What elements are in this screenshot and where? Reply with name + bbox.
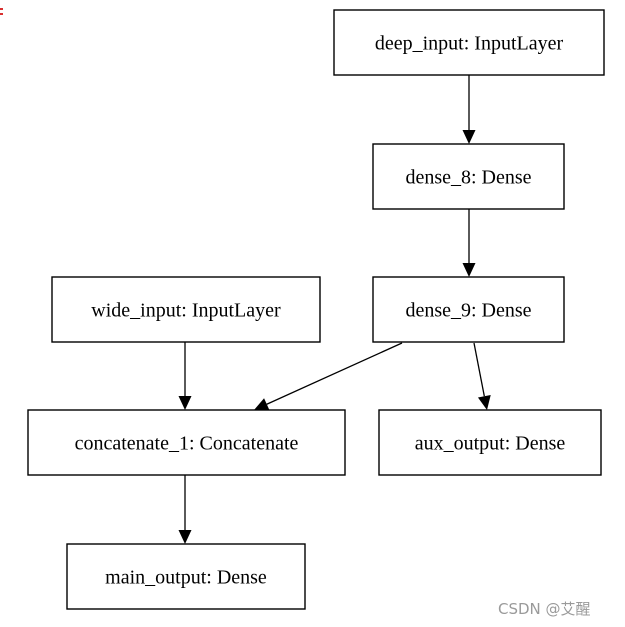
node-dense-8: dense_8: Dense [372, 143, 565, 210]
node-label: concatenate_1: Concatenate [75, 433, 299, 455]
node-main-output: main_output: Dense [66, 543, 306, 610]
node-box [378, 409, 602, 476]
node-label: deep_input: InputLayer [375, 33, 564, 55]
edge-deep_input-to-dense_8 [462, 75, 476, 144]
watermark-text: CSDN @艾醒 [498, 600, 591, 618]
node-box [66, 543, 306, 610]
node-deep-input: deep_input: InputLayer [333, 9, 605, 76]
edges-layer [178, 75, 491, 544]
edge-dense_8-to-dense_9 [462, 209, 476, 277]
arrow-head-icon [254, 398, 270, 411]
edge-wide_input-to-concatenate_1 [178, 342, 192, 410]
corner-marker [0, 8, 3, 18]
arrow-head-icon [178, 396, 192, 410]
node-label: dense_8: Dense [405, 167, 531, 189]
nodes-layer: deep_input: InputLayer dense_8: Dense wide… [27, 9, 605, 610]
arrow-head-icon [178, 530, 192, 544]
node-label: main_output: Dense [105, 567, 267, 589]
arrow-head-icon [477, 395, 491, 410]
node-box [51, 276, 321, 343]
edge-dense_9-to-concatenate_1 [254, 342, 403, 411]
node-box [27, 409, 346, 476]
node-aux-output: aux_output: Dense [378, 409, 602, 476]
node-label: dense_9: Dense [405, 300, 531, 322]
arrow-head-icon [462, 263, 476, 277]
node-dense-9: dense_9: Dense [372, 276, 565, 343]
node-box [372, 143, 565, 210]
node-wide-input: wide_input: InputLayer [51, 276, 321, 343]
node-box [333, 9, 605, 76]
node-concatenate-1: concatenate_1: Concatenate [27, 409, 346, 476]
edge-line [473, 342, 485, 397]
edge-line [266, 342, 403, 405]
edge-dense_9-to-aux_output [473, 342, 491, 410]
node-box [372, 276, 565, 343]
node-label: wide_input: InputLayer [91, 300, 281, 322]
node-label: aux_output: Dense [415, 433, 566, 455]
arrow-head-icon [462, 130, 476, 144]
edge-concatenate_1-to-main_output [178, 475, 192, 544]
